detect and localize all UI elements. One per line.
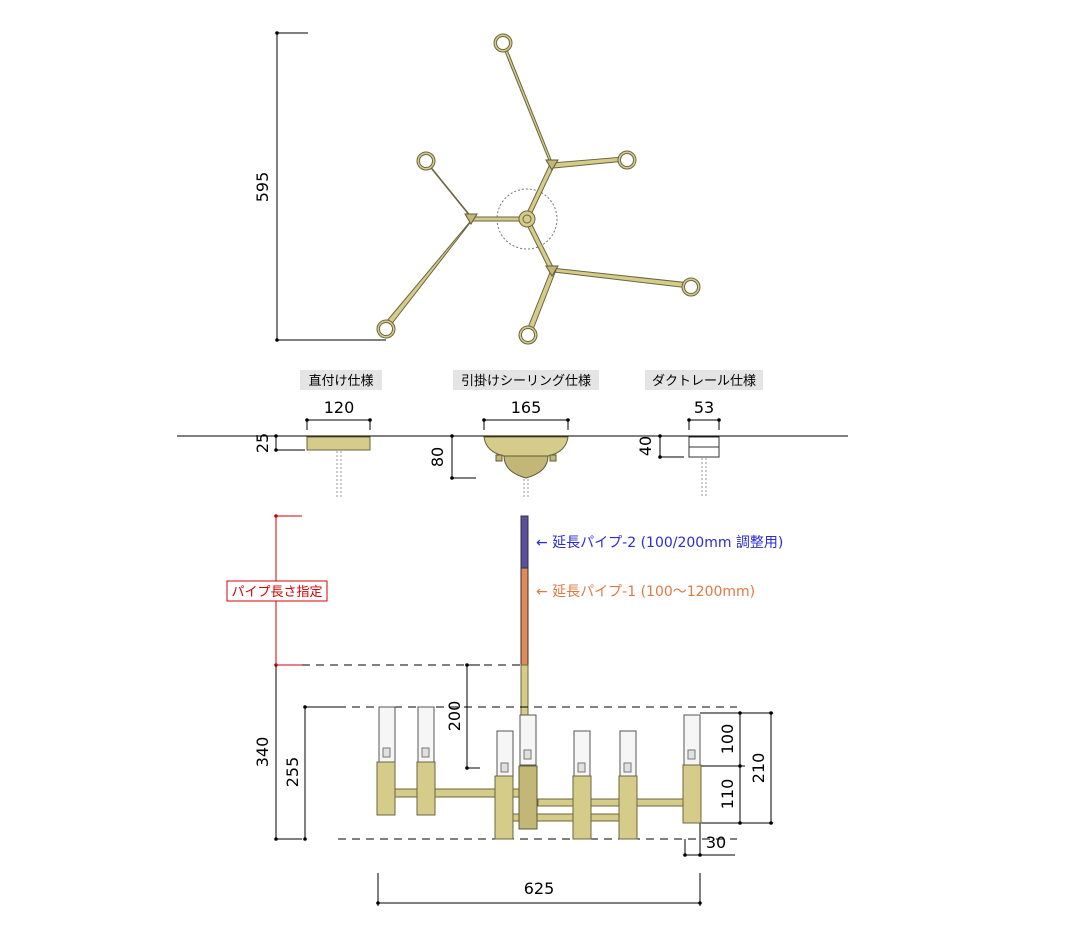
candles	[376, 706, 702, 840]
ceiling-height-label: 80	[428, 447, 447, 467]
front-view: ← 延長パイプ-2 (100/200mm 調整用) ← 延長パイプ-1 (100…	[226, 514, 783, 906]
extension-pipe-1	[520, 567, 529, 666]
spec-tags: 直付け仕様 引掛けシーリング仕様 ダクトレール仕様	[300, 370, 763, 390]
duct-width-label: 53	[694, 398, 714, 417]
drop-label: 200	[445, 701, 464, 732]
pipe-length-box	[226, 580, 328, 602]
ceiling-canopy	[483, 436, 569, 457]
spec-ceiling: 引掛けシーリング仕様	[461, 374, 591, 389]
ceiling-mount: 165 80	[428, 398, 570, 498]
direct-canopy	[306, 436, 371, 451]
arms	[385, 42, 691, 333]
body-height-label: 255	[283, 757, 302, 788]
bottom-offset-label: 30	[706, 833, 726, 852]
arm-right	[537, 798, 689, 807]
duct-adapter-bottom	[688, 446, 720, 458]
direct-mount: 120 25	[253, 398, 372, 498]
spec-direct: 直付け仕様	[308, 374, 373, 389]
top-view: 595	[253, 31, 701, 345]
width-label: 625	[524, 879, 555, 898]
spec-duct: ダクトレール仕様	[652, 374, 756, 389]
top-height-label: 595	[253, 172, 272, 203]
center-body	[518, 765, 538, 830]
extension-pipe-2	[520, 515, 529, 569]
direct-width-label: 120	[324, 398, 355, 417]
hub	[518, 210, 536, 228]
direct-height-label: 25	[253, 433, 272, 453]
candle-cups	[376, 33, 701, 345]
pipe2-annotation: ← 延長パイプ-2 (100/200mm 調整用)	[536, 535, 783, 551]
ceiling-width-label: 165	[511, 398, 542, 417]
lower-height-label: 110	[718, 779, 737, 810]
pipe1-annotation: ← 延長パイプ-1 (100～1200mm)	[536, 584, 755, 600]
pipe-length-label: パイプ長さ指定	[231, 585, 322, 600]
glass-height-label: 100	[718, 724, 737, 755]
duct-adapter-top	[688, 436, 720, 448]
canopy-outline	[496, 188, 558, 250]
duct-mount: 53 40	[636, 398, 721, 498]
total-height-label: 340	[253, 737, 272, 768]
duct-height-label: 40	[636, 436, 655, 456]
upper-total-label: 210	[749, 753, 768, 784]
